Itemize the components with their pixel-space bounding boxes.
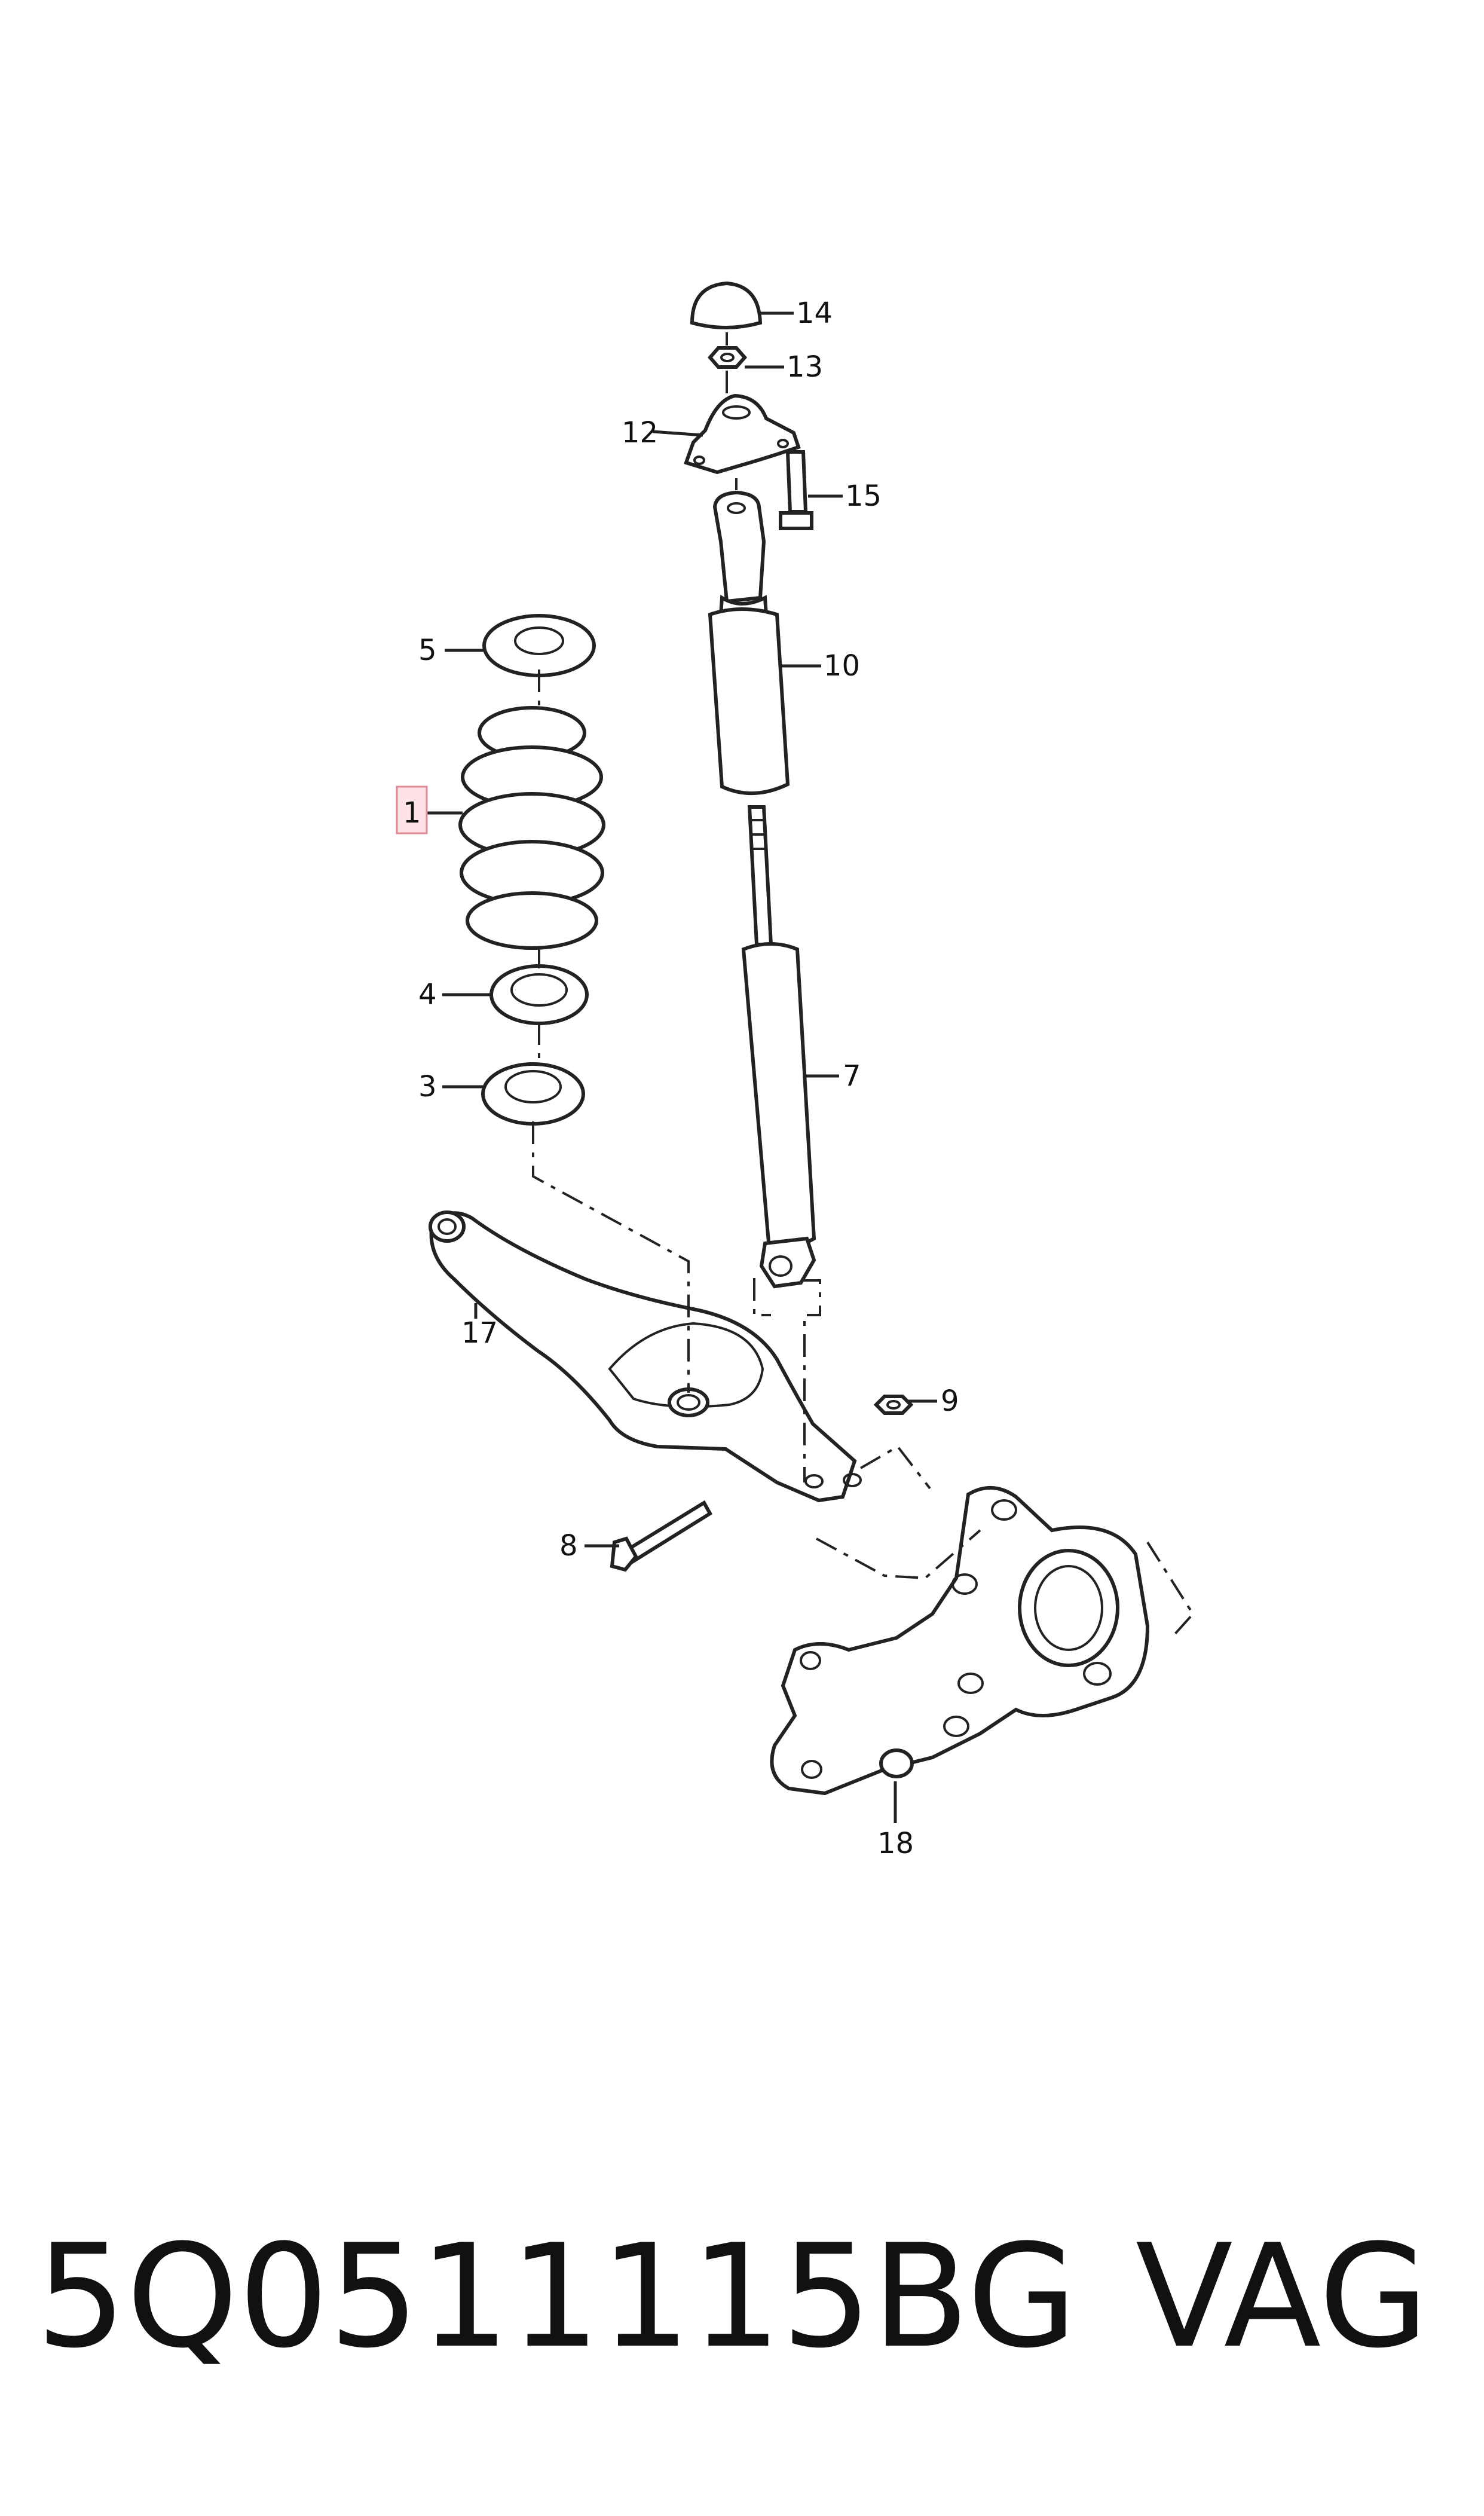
callout-18[interactable]: 18 (877, 1827, 914, 1860)
brand-label: VAG (1136, 2214, 1429, 2380)
callout-3[interactable]: 3 (418, 1070, 437, 1103)
lower-spring-seat-part (489, 964, 589, 1025)
coil-spring-part (458, 706, 605, 950)
leader-lines (426, 311, 937, 1823)
arm-bolt-part (610, 1500, 713, 1572)
upper-spring-seat-part (482, 614, 596, 677)
callout-13[interactable]: 13 (787, 350, 823, 384)
strut-mount-part (684, 393, 801, 475)
callout-15[interactable]: 15 (845, 479, 882, 513)
callout-4[interactable]: 4 (418, 978, 437, 1011)
protective-tube-part (708, 607, 790, 796)
arm-nut-part (873, 1395, 914, 1415)
callout-1[interactable]: 1 (403, 796, 421, 830)
dust-cap-part (690, 281, 763, 329)
mount-bolt-part (779, 450, 813, 530)
wheel-bearing-housing-part (770, 1486, 1150, 1796)
callout-17[interactable]: 17 (461, 1316, 498, 1350)
callout-10[interactable]: 10 (824, 649, 860, 683)
callout-1-highlight (396, 785, 428, 834)
callout-8[interactable]: 8 (559, 1529, 578, 1563)
part-number: 5Q0511115BG (36, 2214, 1077, 2380)
assembly-center-lines (532, 332, 1195, 1639)
callout-5[interactable]: 5 (418, 634, 437, 667)
nut-part (708, 346, 747, 369)
callout-12[interactable]: 12 (622, 416, 658, 450)
callout-9[interactable]: 9 (941, 1384, 959, 1418)
callout-14[interactable]: 14 (796, 296, 833, 330)
shock-absorber-part (741, 805, 816, 1289)
callout-7[interactable]: 7 (843, 1059, 861, 1093)
bump-stop-part (712, 490, 769, 622)
spring-pad-part (481, 1062, 585, 1126)
